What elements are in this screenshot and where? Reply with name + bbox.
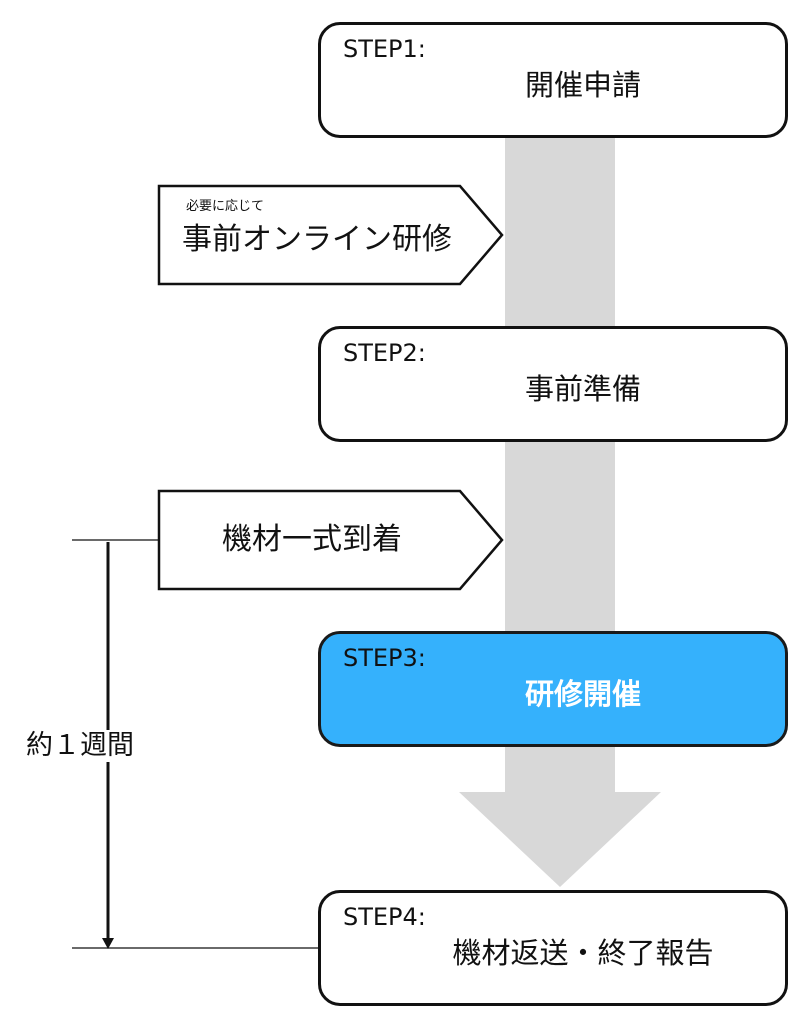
step1-box: STEP1: 開催申請 <box>318 22 788 138</box>
step4-box: STEP4: 機材返送・終了報告 <box>318 890 788 1006</box>
step3-title: 研修開催 <box>524 677 641 711</box>
step1-title: 開催申請 <box>524 68 641 102</box>
online-training-note: 必要に応じて <box>186 199 265 214</box>
step3-box: STEP3: 研修開催 <box>318 631 788 747</box>
step2-label: STEP2: <box>343 339 426 367</box>
online-training-label: 事前オンライン研修 <box>182 222 452 257</box>
step4-label: STEP4: <box>343 903 426 931</box>
step2-box: STEP2: 事前準備 <box>318 326 788 442</box>
online-training-callout-shape <box>157 184 504 286</box>
step1-label: STEP1: <box>343 35 426 63</box>
step2-title: 事前準備 <box>524 372 641 406</box>
equipment-arrival-callout-shape <box>157 489 504 591</box>
duration-label: 約１週間 <box>26 730 134 762</box>
step4-title: 機材返送・終了報告 <box>452 936 714 970</box>
step3-label: STEP3: <box>343 644 426 672</box>
equipment-arrival-label: 機材一式到着 <box>222 522 402 557</box>
